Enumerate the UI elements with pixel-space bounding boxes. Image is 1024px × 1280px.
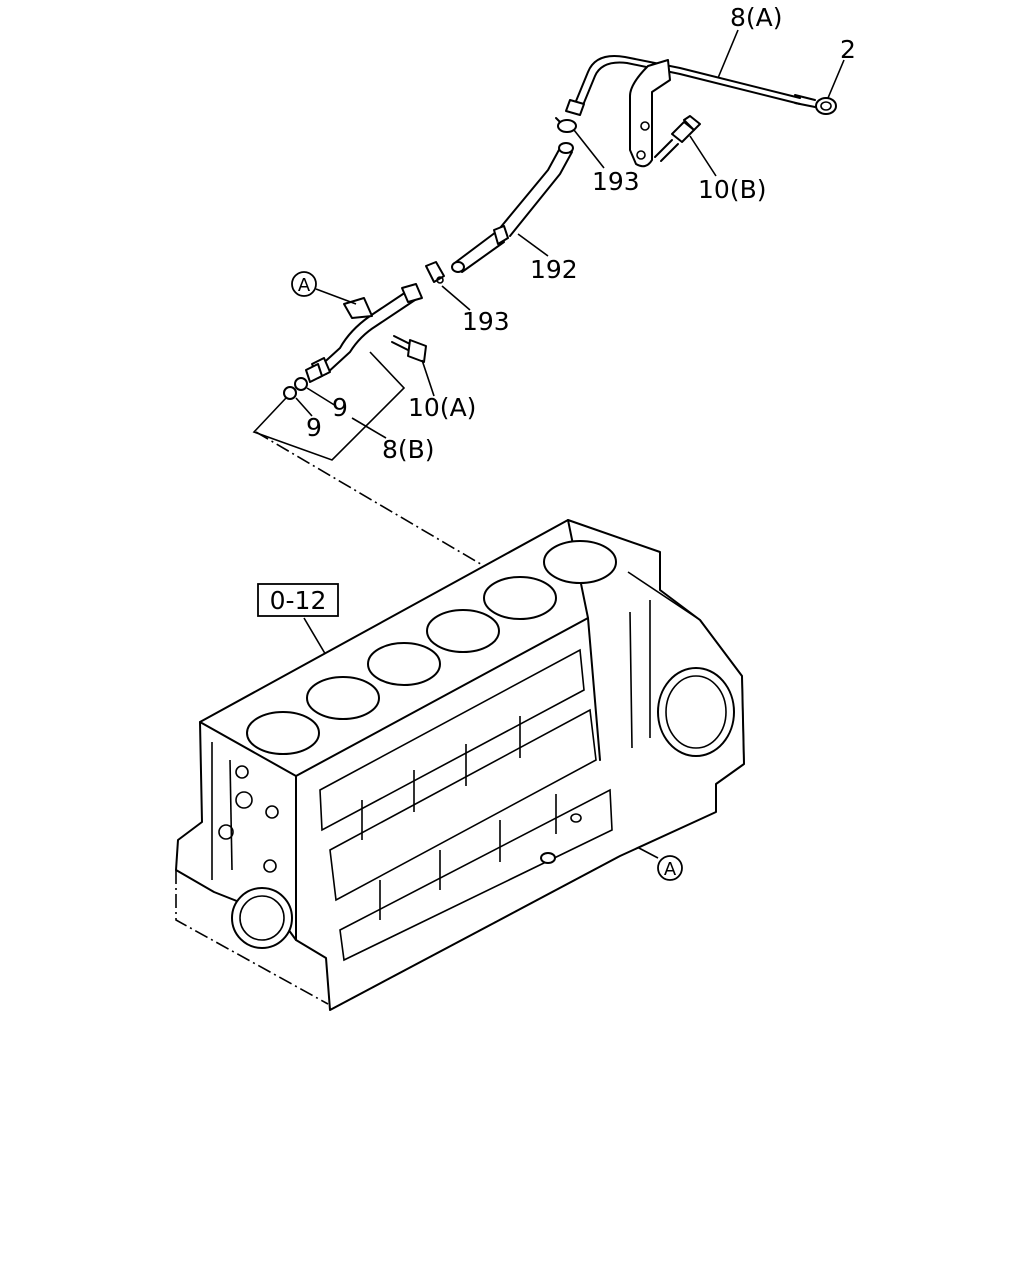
group-bracket-8b <box>252 351 406 461</box>
ref-mark-upper: A <box>291 271 317 297</box>
bolt-10b <box>654 115 701 162</box>
clip-193-lower <box>425 261 445 284</box>
ref-mark-upper-text: A <box>298 275 311 296</box>
label-9-lower: 9 <box>306 413 322 442</box>
label-192: 192 <box>530 255 578 284</box>
callout-labels: 8(A) 2 193 10(B) 192 193 10(A) 9 9 8(B) <box>306 3 856 464</box>
label-10a: 10(A) <box>408 393 476 422</box>
o-rings <box>283 377 308 400</box>
ref-mark-lower: A <box>657 855 683 881</box>
label-193-lower: 193 <box>462 307 510 336</box>
label-9-upper: 9 <box>332 393 348 422</box>
bolt-10a <box>391 335 427 363</box>
dipstick-guide-tube-upper <box>565 55 837 116</box>
label-10b: 10(B) <box>698 175 766 204</box>
block-ref-box: 0-12 <box>257 583 339 617</box>
rubber-hose-192 <box>451 142 574 273</box>
block-ref-text: 0-12 <box>270 586 327 615</box>
clip-193-upper <box>555 117 577 133</box>
label-8b: 8(B) <box>382 435 435 464</box>
ref-mark-lower-text: A <box>664 859 677 880</box>
cylinder-block <box>175 519 745 1011</box>
label-8a: 8(A) <box>730 3 783 32</box>
guide-bracket <box>629 59 671 168</box>
label-193-upper: 193 <box>592 167 640 196</box>
dipstick-guide-tube-lower <box>305 283 423 383</box>
label-2: 2 <box>840 35 856 64</box>
